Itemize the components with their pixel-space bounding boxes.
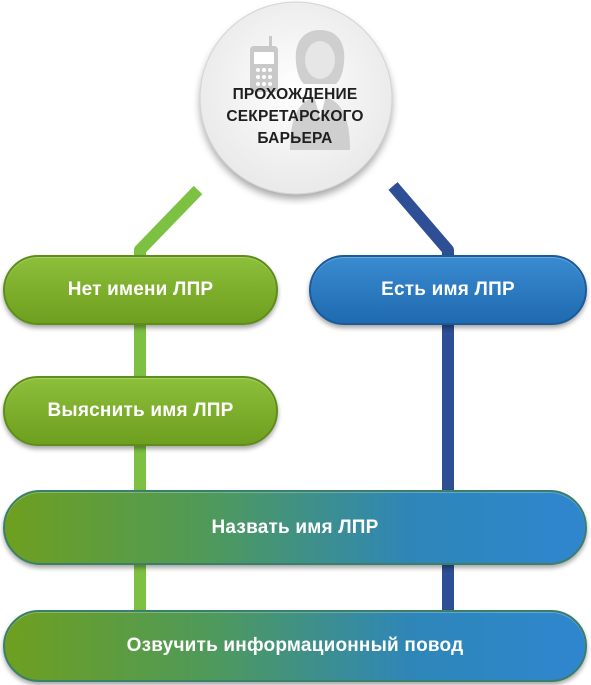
badge-title-line-2: СЕКРЕТАРСКОГО xyxy=(226,108,364,125)
node-find-dm-name: Выяснить имя ЛПР xyxy=(3,376,278,446)
node-say-dm-name: Назвать имя ЛПР xyxy=(3,490,587,565)
node-no-dm-name: Нет имени ЛПР xyxy=(3,255,278,325)
node-find-dm-name-label: Выяснить имя ЛПР xyxy=(47,400,234,421)
phone-icon xyxy=(250,36,278,92)
node-say-dm-name-label: Назвать имя ЛПР xyxy=(211,516,379,538)
title-badge xyxy=(199,1,393,195)
badge-title: ПРОХОЖДЕНИЕ СЕКРЕТАРСКОГО БАРЬЕРА xyxy=(200,84,390,150)
node-has-dm-name-label: Есть имя ЛПР xyxy=(381,279,515,300)
node-has-dm-name: Есть имя ЛПР xyxy=(309,255,587,325)
badge-title-line-1: ПРОХОЖДЕНИЕ xyxy=(232,86,358,103)
node-voice-reason-label: Озвучить информационный повод xyxy=(126,635,464,656)
node-no-dm-name-label: Нет имени ЛПР xyxy=(67,279,214,300)
secretary-icon xyxy=(290,30,350,150)
badge-title-line-3: БАРЬЕРА xyxy=(257,130,333,147)
node-voice-reason: Озвучить информационный повод xyxy=(3,610,587,682)
